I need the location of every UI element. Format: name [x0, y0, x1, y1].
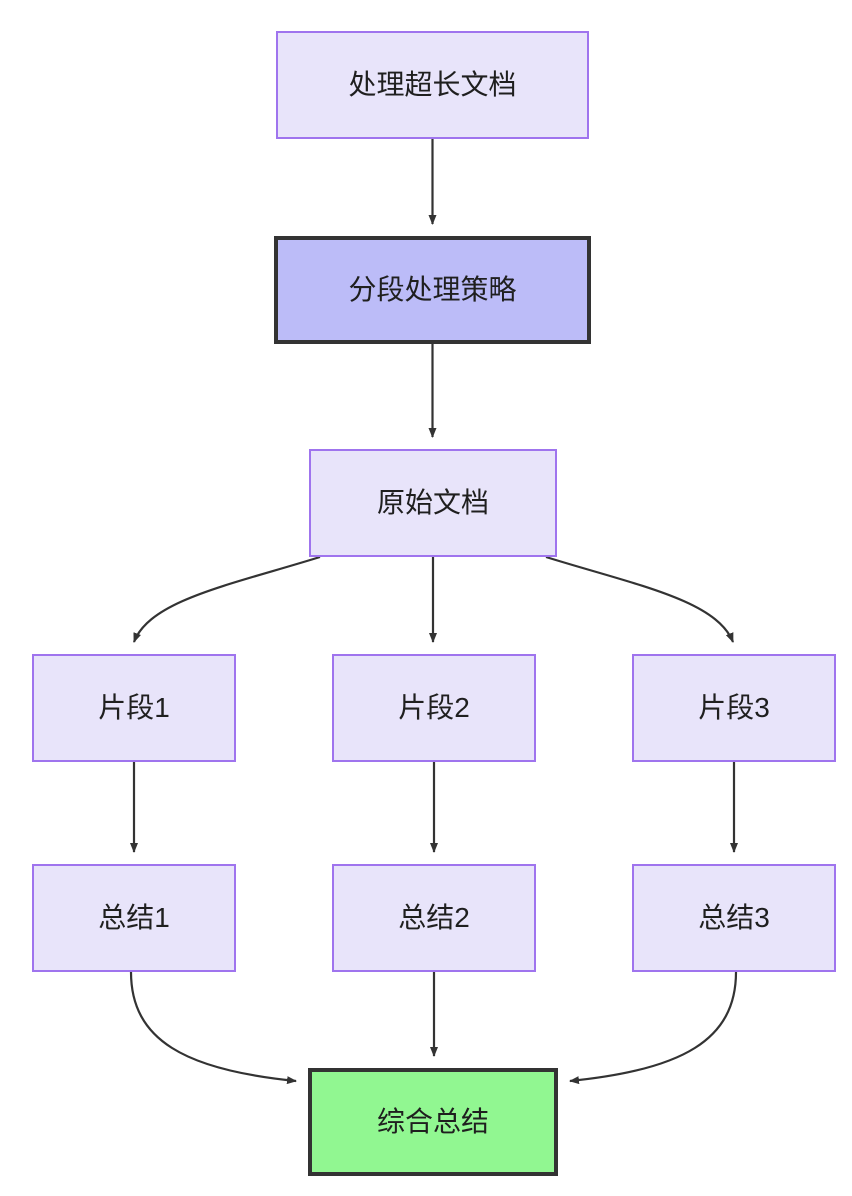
node-summary-2-label: 总结2: [398, 902, 470, 934]
node-chunk-2-label: 片段2: [398, 692, 470, 724]
edge-source-doc-to-chunk-3: [545, 555, 735, 643]
node-chunk-2[interactable]: 片段2: [332, 654, 536, 762]
node-summary-1[interactable]: 总结1: [32, 864, 236, 972]
node-long-doc-label: 处理超长文档: [348, 69, 517, 101]
node-chunk-1-label: 片段1: [98, 692, 170, 724]
node-chunk-3[interactable]: 片段3: [632, 654, 836, 762]
node-summary-1-label: 总结1: [98, 902, 170, 934]
node-chunk-1[interactable]: 片段1: [32, 654, 236, 762]
node-summary-3[interactable]: 总结3: [632, 864, 836, 972]
edge-summary-3-to-final: [569, 971, 738, 1085]
edge-source-doc-to-chunk-1: [132, 555, 321, 643]
node-strategy-label: 分段处理策略: [348, 274, 517, 306]
node-chunk-3-label: 片段3: [698, 692, 770, 724]
node-final-summary[interactable]: 综合总结: [308, 1068, 558, 1176]
node-summary-2[interactable]: 总结2: [332, 864, 536, 972]
node-strategy[interactable]: 分段处理策略: [274, 236, 591, 344]
node-long-doc[interactable]: 处理超长文档: [276, 31, 589, 139]
node-final-summary-label: 综合总结: [376, 1106, 489, 1138]
node-source-doc[interactable]: 原始文档: [309, 449, 557, 557]
edge-summary-1-to-final: [129, 971, 297, 1085]
node-source-doc-label: 原始文档: [376, 487, 489, 519]
node-summary-3-label: 总结3: [698, 902, 770, 934]
